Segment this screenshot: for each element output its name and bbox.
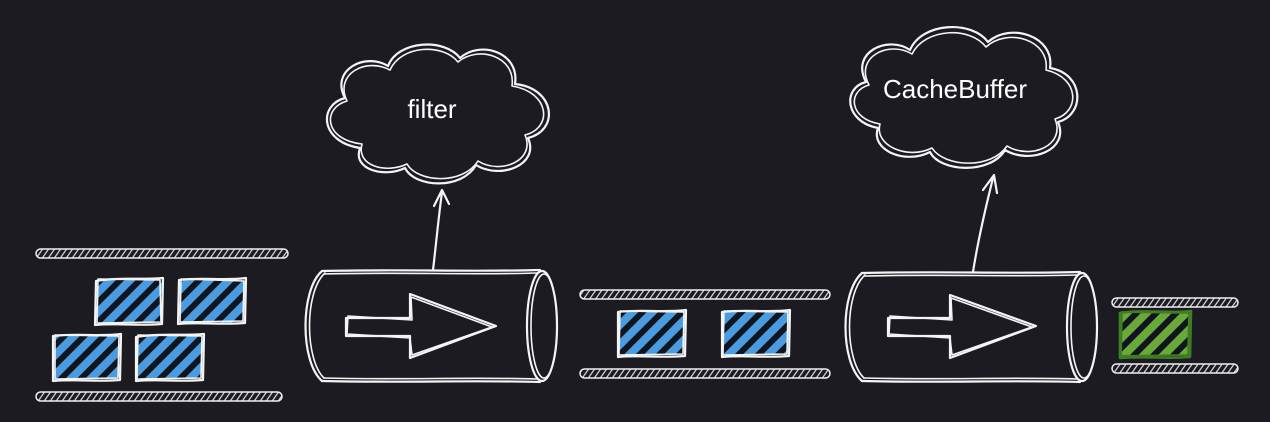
packet	[720, 308, 792, 359]
packet	[616, 308, 688, 359]
packet	[51, 332, 123, 383]
mid-queue	[579, 289, 831, 379]
arrow-to-filter-cloud	[431, 188, 451, 272]
arrow-icon	[344, 292, 498, 360]
cloud-cachebuffer: CacheBuffer	[849, 25, 1079, 169]
packet-cached	[1118, 309, 1193, 360]
cloud-label: CacheBuffer	[883, 74, 1027, 104]
packet	[134, 332, 206, 383]
packet	[93, 276, 165, 327]
rail-top-mid	[579, 289, 831, 300]
rail-bottom-input	[35, 391, 283, 402]
arrow-icon	[886, 293, 1038, 360]
output-queue	[1111, 297, 1239, 374]
cache-pipe	[844, 270, 1099, 384]
arrow-to-cache-cloud	[971, 173, 999, 274]
input-queue	[35, 248, 289, 402]
rail-top-input	[35, 248, 289, 259]
packet	[176, 276, 248, 326]
cloud-label: filter	[407, 94, 456, 124]
filter-pipe	[304, 268, 559, 384]
rail-bottom-output	[1111, 363, 1239, 374]
rail-top-output	[1111, 297, 1239, 308]
rail-bottom-mid	[579, 368, 831, 379]
cloud-filter: filter	[325, 43, 550, 185]
